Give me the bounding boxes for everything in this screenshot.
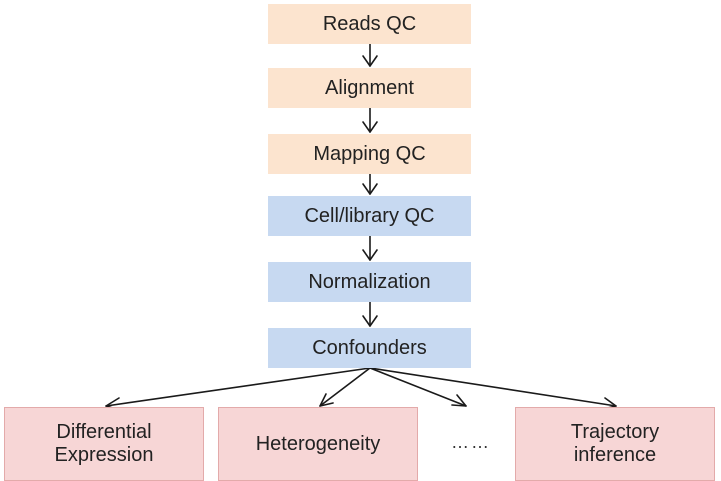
arrow-reads-qc-to-alignment — [362, 43, 378, 67]
step-confounders: Confounders — [268, 328, 471, 368]
arrow-mapping-qc-to-cell-library-qc — [362, 173, 378, 195]
step-reads-qc: Reads QC — [268, 4, 471, 44]
arrow-to-heterogeneity — [319, 367, 371, 407]
step-alignment: Alignment — [268, 68, 471, 108]
output-heterogeneity: Heterogeneity — [218, 407, 418, 481]
arrow-alignment-to-mapping-qc — [362, 107, 378, 133]
step-cell-library-qc: Cell/library QC — [268, 196, 471, 236]
output-differential-expression: Differential Expression — [4, 407, 204, 481]
arrow-normalization-to-confounders — [362, 301, 378, 327]
step-normalization: Normalization — [268, 262, 471, 302]
step-mapping-qc: Mapping QC — [268, 134, 471, 174]
arrow-to-ellipsis — [369, 367, 467, 407]
output-trajectory-inference: Trajectory inference — [515, 407, 715, 481]
output-ellipsis: …… — [451, 432, 491, 452]
arrow-to-trajectory-inference — [369, 367, 617, 410]
arrow-cell-library-qc-to-normalization — [362, 235, 378, 261]
